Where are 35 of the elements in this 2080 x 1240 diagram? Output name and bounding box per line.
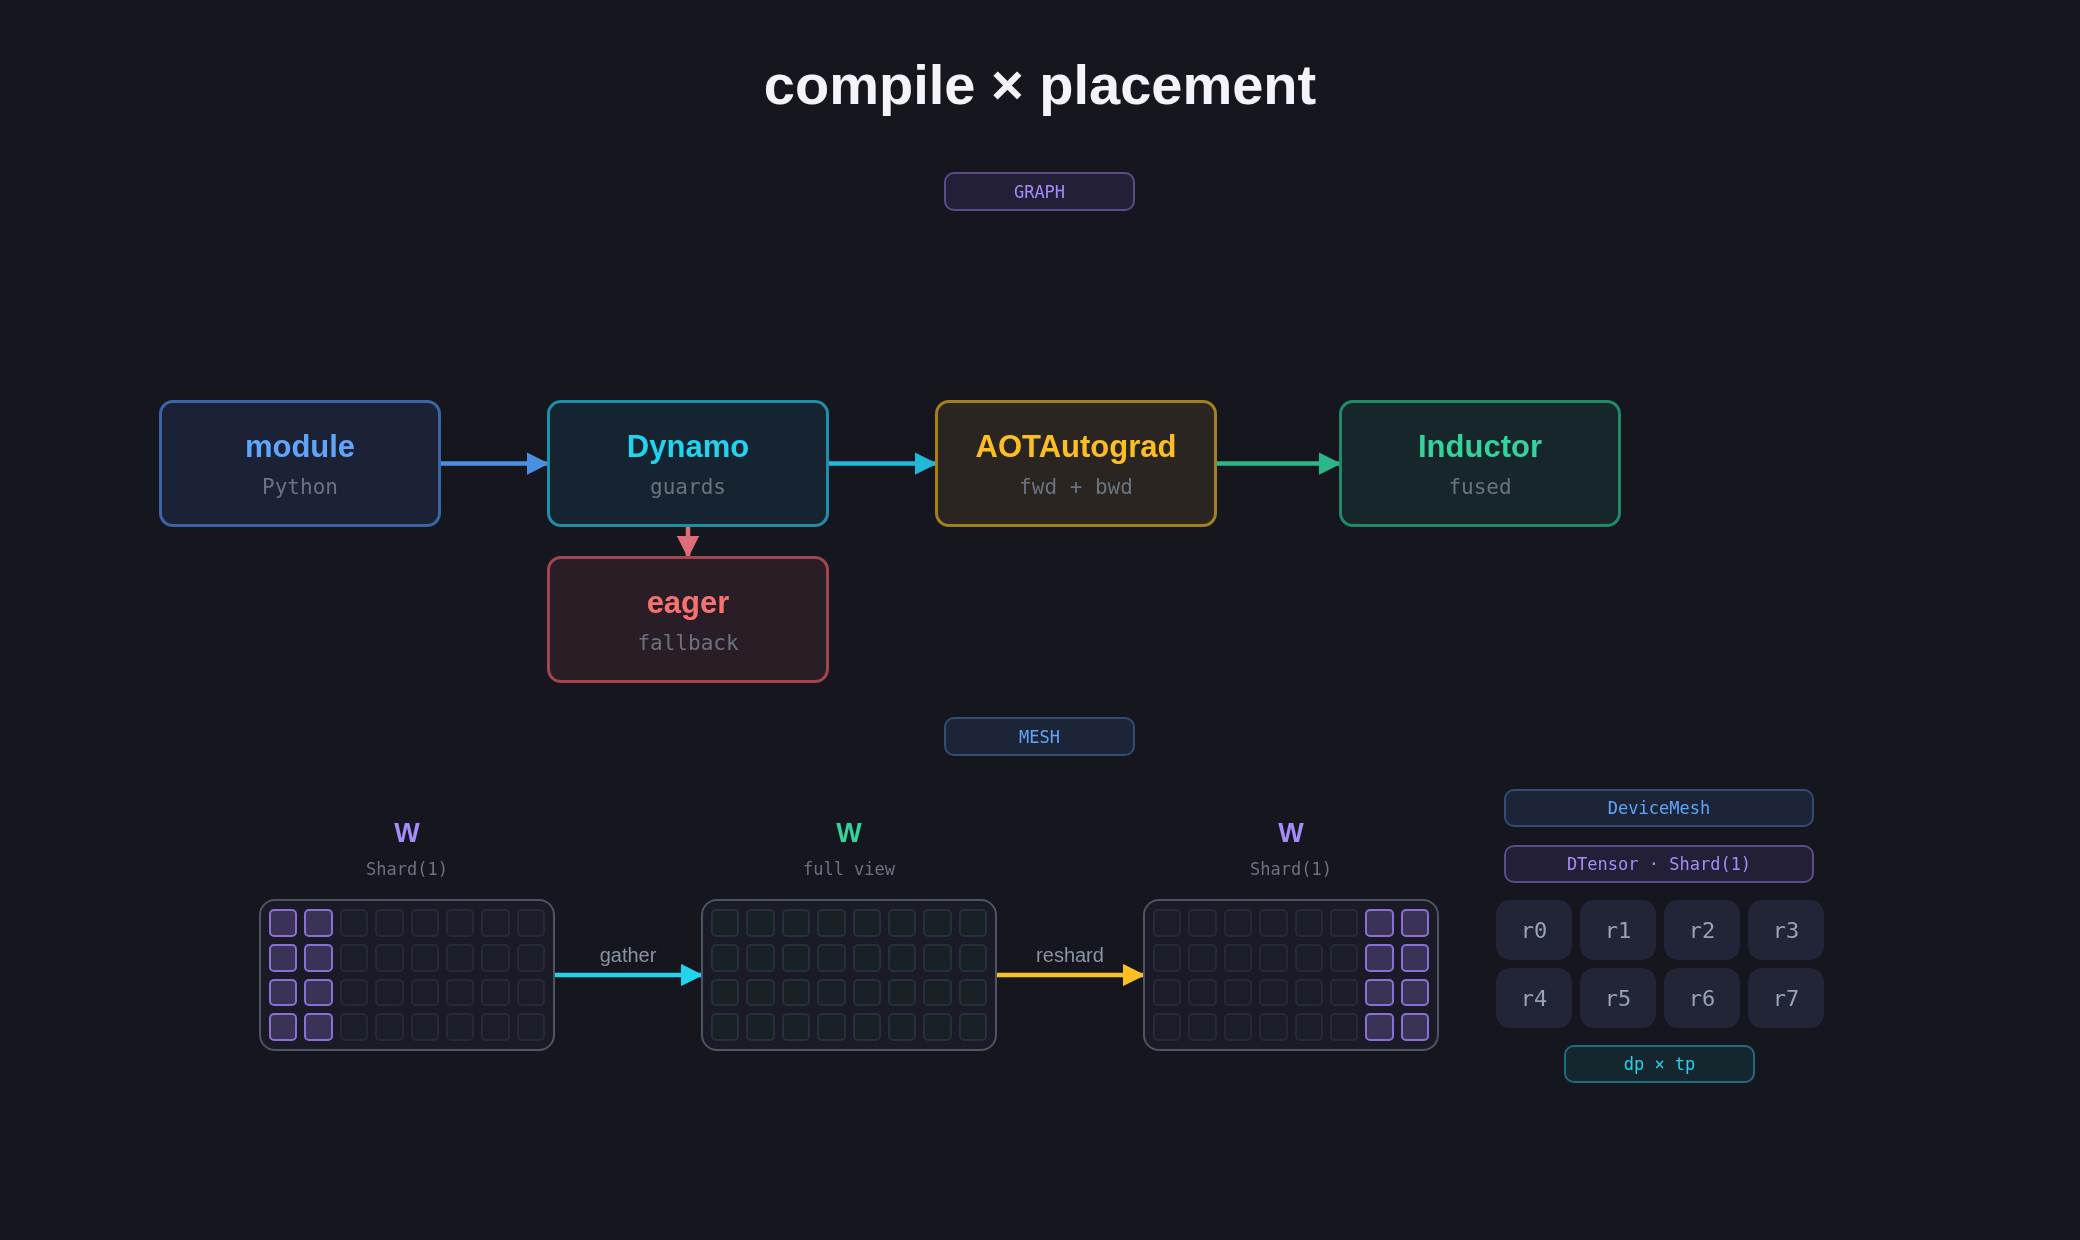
rank-tile: r1 [1580, 900, 1656, 960]
tag-badge: dp × tp [1564, 1045, 1755, 1083]
placement-label: full view [802, 859, 896, 879]
rank-tile: r7 [1748, 968, 1824, 1028]
stage-name: module [244, 428, 356, 465]
tensor-name: W [394, 817, 420, 850]
stage-name: Inductor [1418, 428, 1542, 465]
stage-subtitle: fwd + bwd [1019, 474, 1133, 499]
rank-tile: r3 [1748, 900, 1824, 960]
tag-badge: DTensor · Shard(1) [1504, 845, 1814, 883]
rank-tile: r6 [1664, 968, 1740, 1028]
stage-box [935, 400, 1217, 527]
stage-subtitle: fallback [637, 630, 739, 655]
tag-badge: DeviceMesh [1504, 789, 1814, 827]
stage-subtitle: fused [1448, 474, 1512, 499]
stage-name: eager [646, 584, 730, 621]
stage-box [547, 556, 829, 683]
tag-badge: MESH [944, 717, 1135, 756]
rank-tile: r5 [1580, 968, 1656, 1028]
stage-subtitle: guards [650, 474, 726, 499]
rank-tile: r0 [1496, 900, 1572, 960]
placement-label: Shard(1) [1250, 859, 1332, 879]
placement-label: Shard(1) [366, 859, 448, 879]
stage-box [1339, 400, 1621, 527]
stage-subtitle: Python [262, 474, 338, 499]
tag-badge: GRAPH [944, 172, 1135, 211]
tensor-name: W [836, 817, 862, 850]
rank-tile: r4 [1496, 968, 1572, 1028]
rank-tile: r2 [1664, 900, 1740, 960]
stage-name: Dynamo [626, 428, 750, 465]
stage-name: AOTAutograd [975, 428, 1177, 465]
diagram-title: compile × placement [762, 52, 1318, 117]
stage-box [547, 400, 829, 527]
stage-box [159, 400, 441, 527]
tensor-name: W [1278, 817, 1304, 850]
